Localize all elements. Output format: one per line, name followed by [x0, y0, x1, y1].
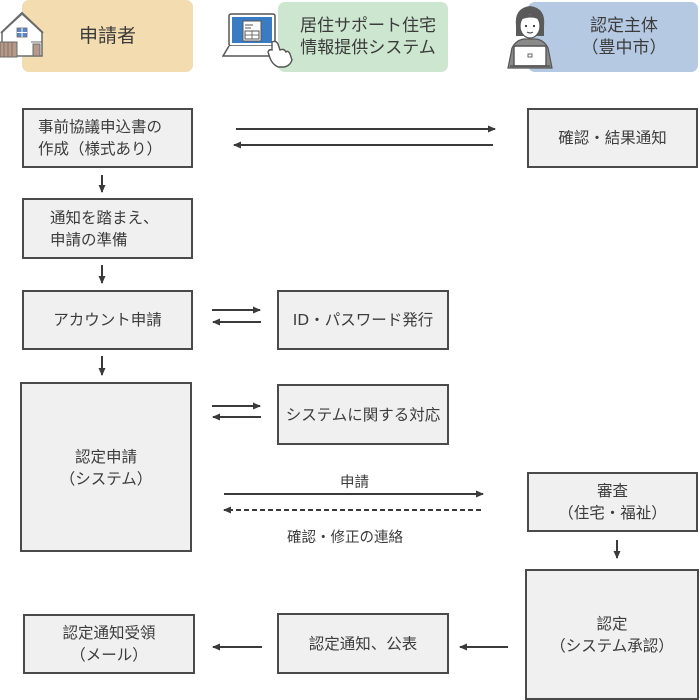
- lane-header-authority: 認定主体 （豊中市）: [528, 2, 698, 72]
- step-confirm-notify: 確認・結果通知: [527, 108, 698, 168]
- arrow-label-confirm-correct: 確認・修正の連絡: [287, 530, 403, 546]
- step-receive-notice-label: 認定通知受領 （メール）: [62, 624, 156, 664]
- step-review-label: 審査 （住宅・福祉）: [558, 482, 667, 522]
- lane-header-applicant-label: 申請者: [78, 25, 136, 47]
- lane-header-system: 居住サポート住宅 情報提供システム: [278, 2, 448, 72]
- step-prepare-application: 通知を踏まえ、 申請の準備: [22, 198, 193, 259]
- step-certification: 認定 （システム承認）: [525, 569, 699, 700]
- step-system-support-label: システムに関する対応: [285, 405, 441, 424]
- step-receive-notice: 認定通知受領 （メール）: [23, 614, 195, 674]
- step-certification-notice-publish-label: 認定通知、公表: [308, 634, 418, 653]
- step-certification-label: 認定 （システム承認）: [550, 614, 674, 655]
- person-laptop-icon: [507, 6, 553, 69]
- house-icon: [0, 11, 44, 58]
- step-prepare-application-label: 通知を踏まえ、 申請の準備: [50, 208, 159, 249]
- arrow-label-apply: 申請: [340, 475, 369, 491]
- step-account-application: アカウント申請: [22, 290, 193, 350]
- step-confirm-notify-label: 確認・結果通知: [558, 129, 667, 147]
- step-certification-application: 認定申請 （システム）: [20, 382, 192, 552]
- lane-header-applicant: 申請者: [22, 0, 193, 72]
- step-id-password-issue-label: ID・パスワード発行: [292, 311, 434, 329]
- step-id-password-issue: ID・パスワード発行: [277, 290, 449, 350]
- step-certification-application-label: 認定申請 （システム）: [59, 448, 153, 488]
- step-pre-consultation: 事前協議申込書の 作成（様式あり）: [22, 108, 193, 168]
- laptop-touch-icon: [222, 13, 293, 68]
- step-account-application-label: アカウント申請: [53, 311, 162, 329]
- step-certification-notice-publish: 認定通知、公表: [277, 613, 449, 674]
- step-system-support: システムに関する対応: [277, 384, 449, 445]
- step-review: 審査 （住宅・福祉）: [527, 472, 698, 532]
- lane-header-authority-label: 認定主体 （豊中市）: [581, 16, 667, 58]
- step-pre-consultation-label: 事前協議申込書の 作成（様式あり）: [38, 118, 163, 158]
- lane-header-system-label: 居住サポート住宅 情報提供システム: [300, 16, 436, 58]
